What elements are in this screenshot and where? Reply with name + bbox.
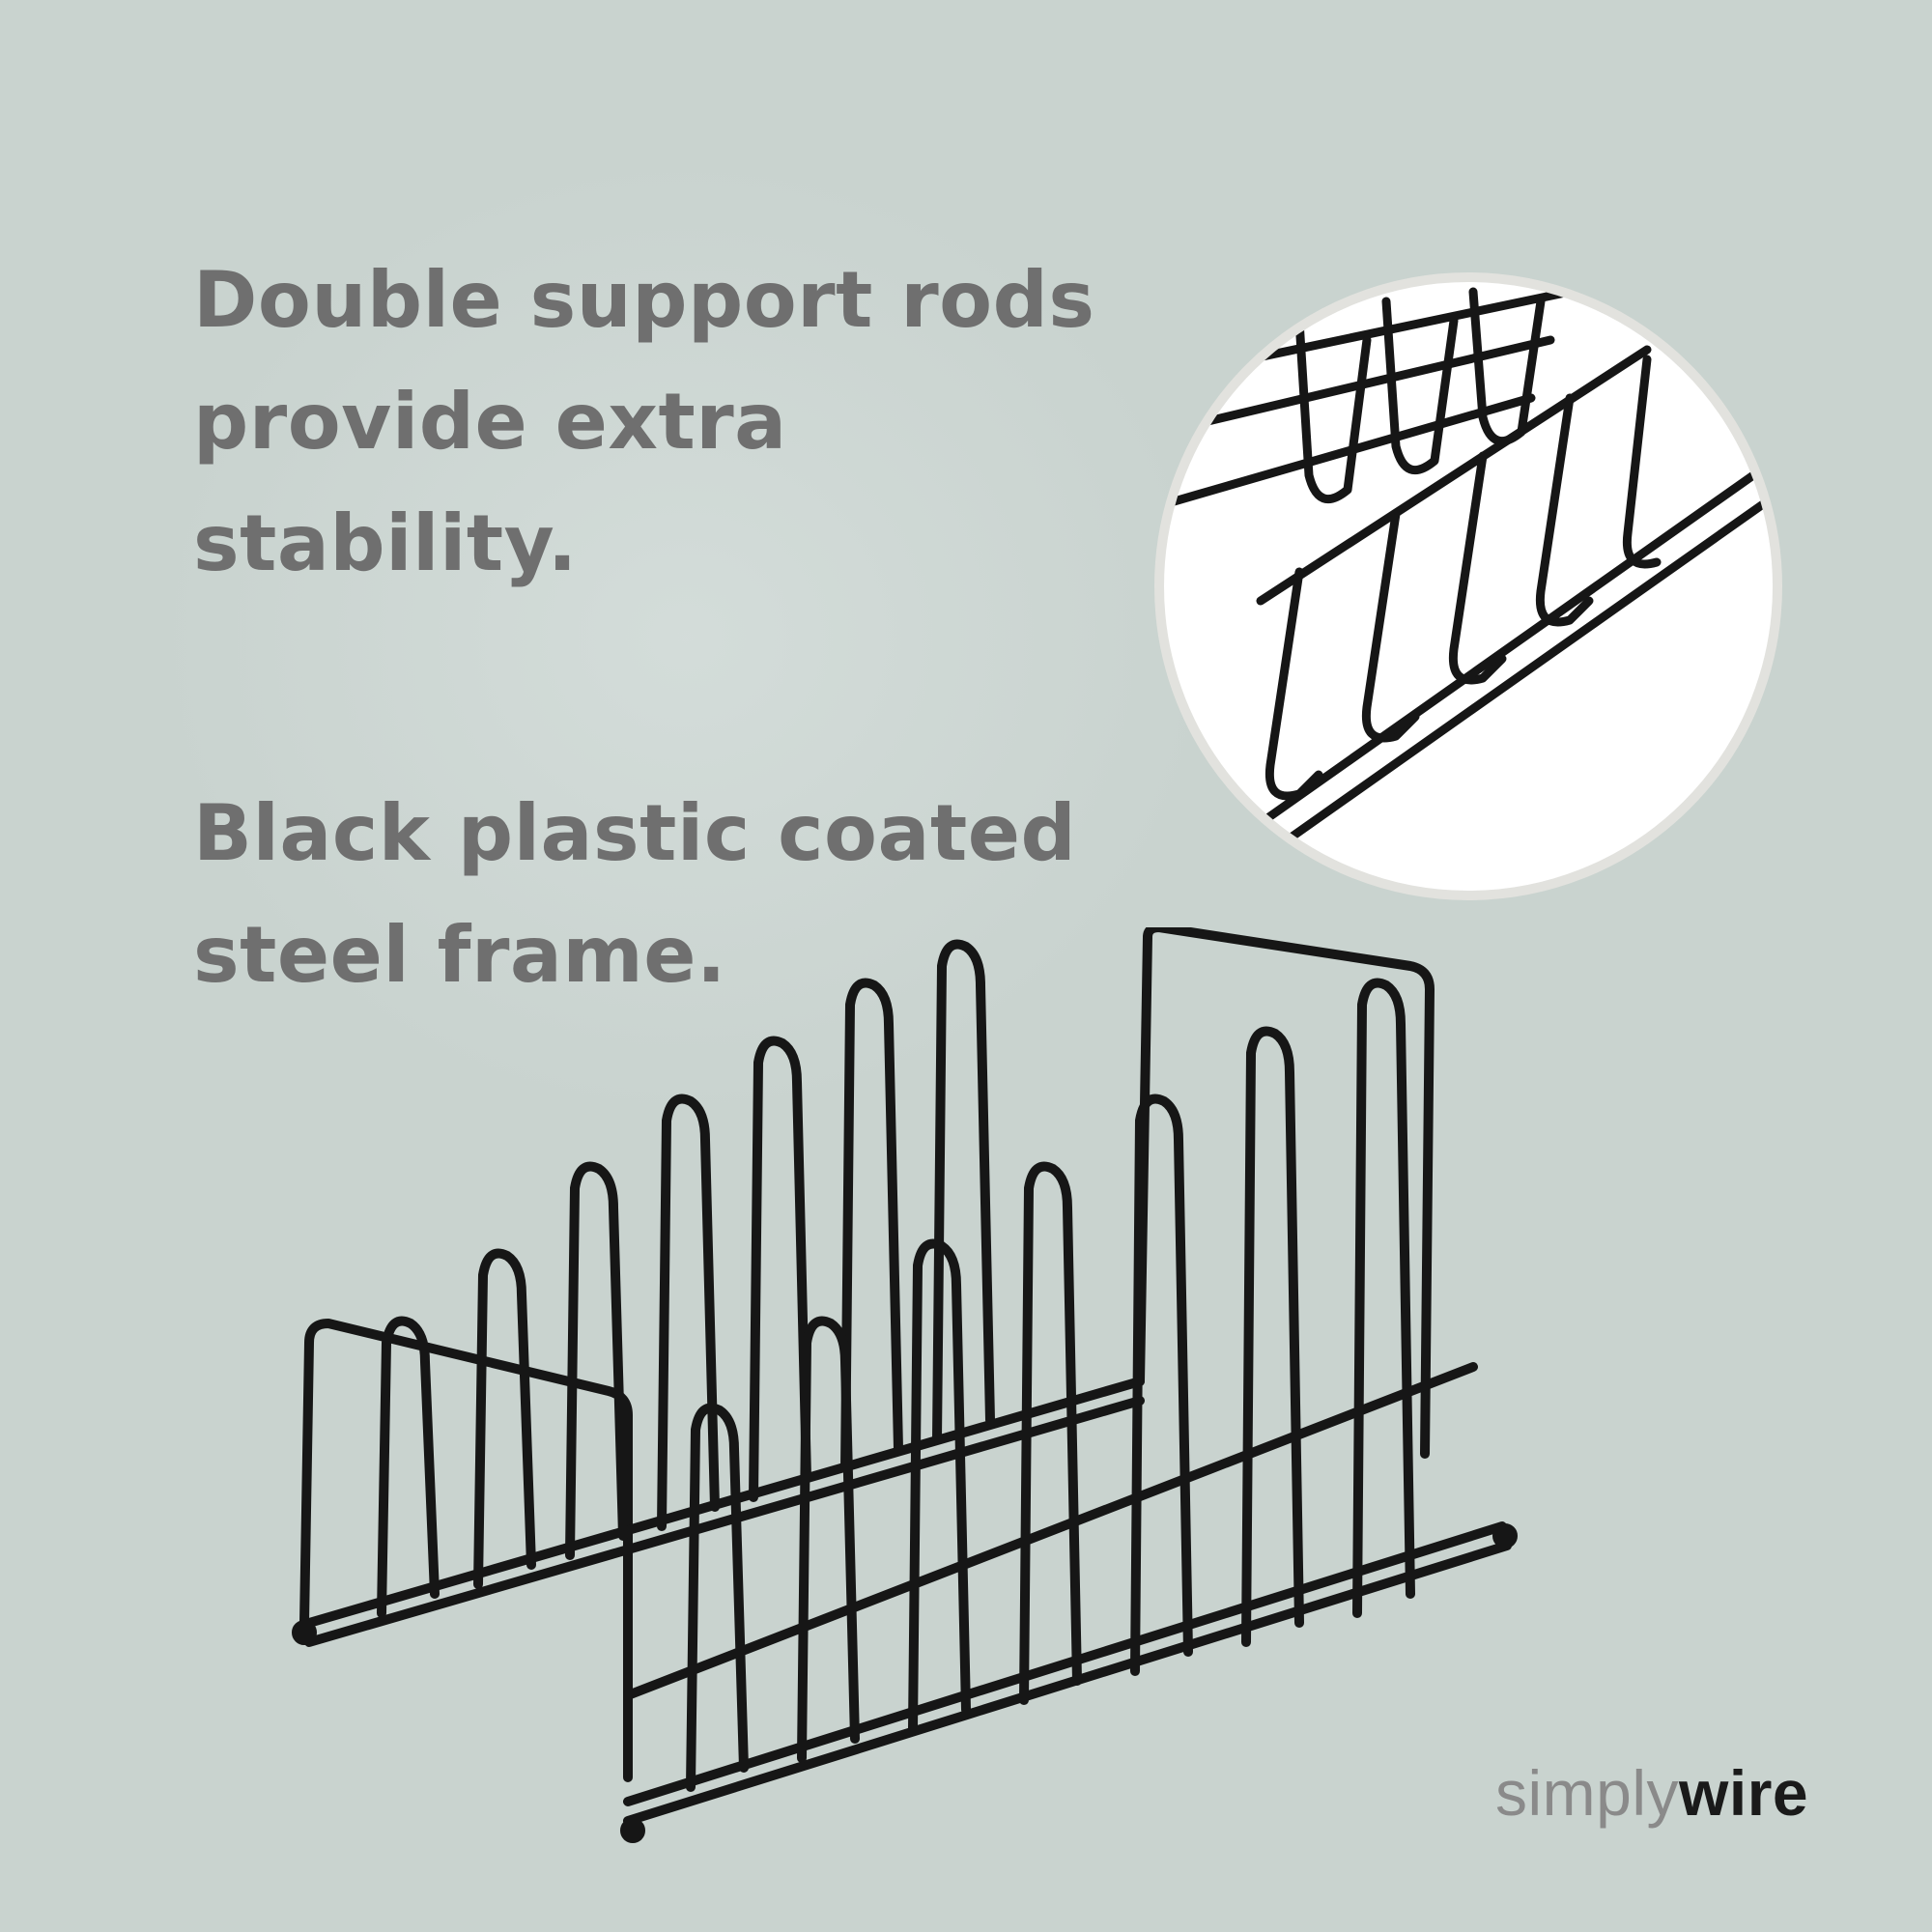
background-glow bbox=[155, 155, 1217, 1121]
brand-logo-bold: wire bbox=[1679, 1757, 1809, 1829]
closeup-wire-illustration bbox=[1164, 287, 1768, 867]
brand-logo-light: simply bbox=[1495, 1757, 1680, 1829]
feature-headline-material: Black plastic coated steel frame. bbox=[193, 788, 1077, 1000]
wire-rack-illustration bbox=[292, 927, 1518, 1843]
closeup-inset bbox=[1154, 272, 1782, 900]
feature-headline-support: Double support rods provide extra stabil… bbox=[193, 255, 1095, 588]
brand-logo: simplywire bbox=[1495, 1756, 1808, 1830]
